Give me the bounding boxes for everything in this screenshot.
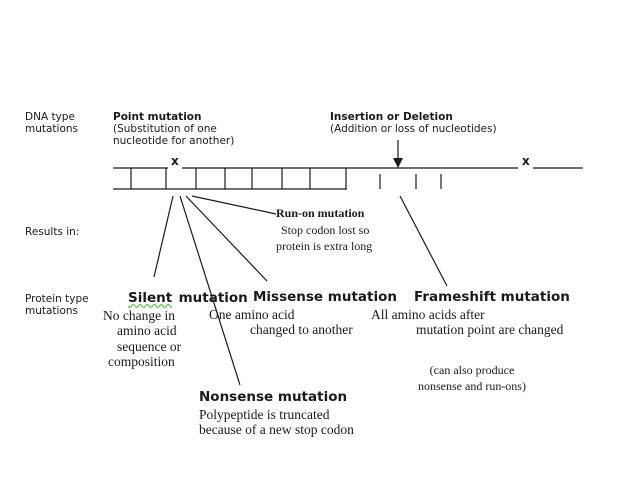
results-in-label: Results in: xyxy=(25,226,80,238)
insertion-arrow-head xyxy=(393,158,403,168)
frameshift-title: Frameshift mutation xyxy=(414,289,570,305)
connector-nonsense xyxy=(179,195,241,386)
insertion-deletion-title: Insertion or Deletion xyxy=(330,111,453,123)
nonsense-title: Nonsense mutation xyxy=(199,389,348,405)
dna-type-label: DNA type mutations xyxy=(25,111,79,136)
missense-block: Missense mutation One amino acid changed… xyxy=(209,289,397,338)
point-mutation-title: Point mutation xyxy=(113,111,202,123)
connector-frameshift xyxy=(399,195,448,287)
nonsense-block: Nonsense mutation Polypeptide is truncat… xyxy=(199,389,354,438)
run-on-block: Run-on mutation Stop codon lost so prote… xyxy=(276,206,373,253)
frameshift-note: (can also produce nonsense and run-ons) xyxy=(418,363,526,393)
run-on-title: Run-on mutation xyxy=(276,206,365,220)
missense-title: Missense mutation xyxy=(253,289,397,305)
connector-run-on xyxy=(191,195,277,215)
frameshift-block: Frameshift mutation All amino acids afte… xyxy=(371,289,570,338)
insertion-deletion-block: Insertion or Deletion (Addition or loss … xyxy=(330,111,497,136)
connector-silent xyxy=(153,195,174,278)
mutation-marker-right: x xyxy=(522,154,530,168)
protein-type-label: Protein type mutations xyxy=(25,293,89,318)
silent-title: Silent mutation xyxy=(128,290,248,306)
connector-missense xyxy=(185,195,268,282)
silent-block: Silent mutation No change in amino acid … xyxy=(103,290,248,370)
mutation-marker-left: x xyxy=(171,154,179,168)
point-mutation-block: Point mutation (Substitution of one nucl… xyxy=(113,111,235,148)
